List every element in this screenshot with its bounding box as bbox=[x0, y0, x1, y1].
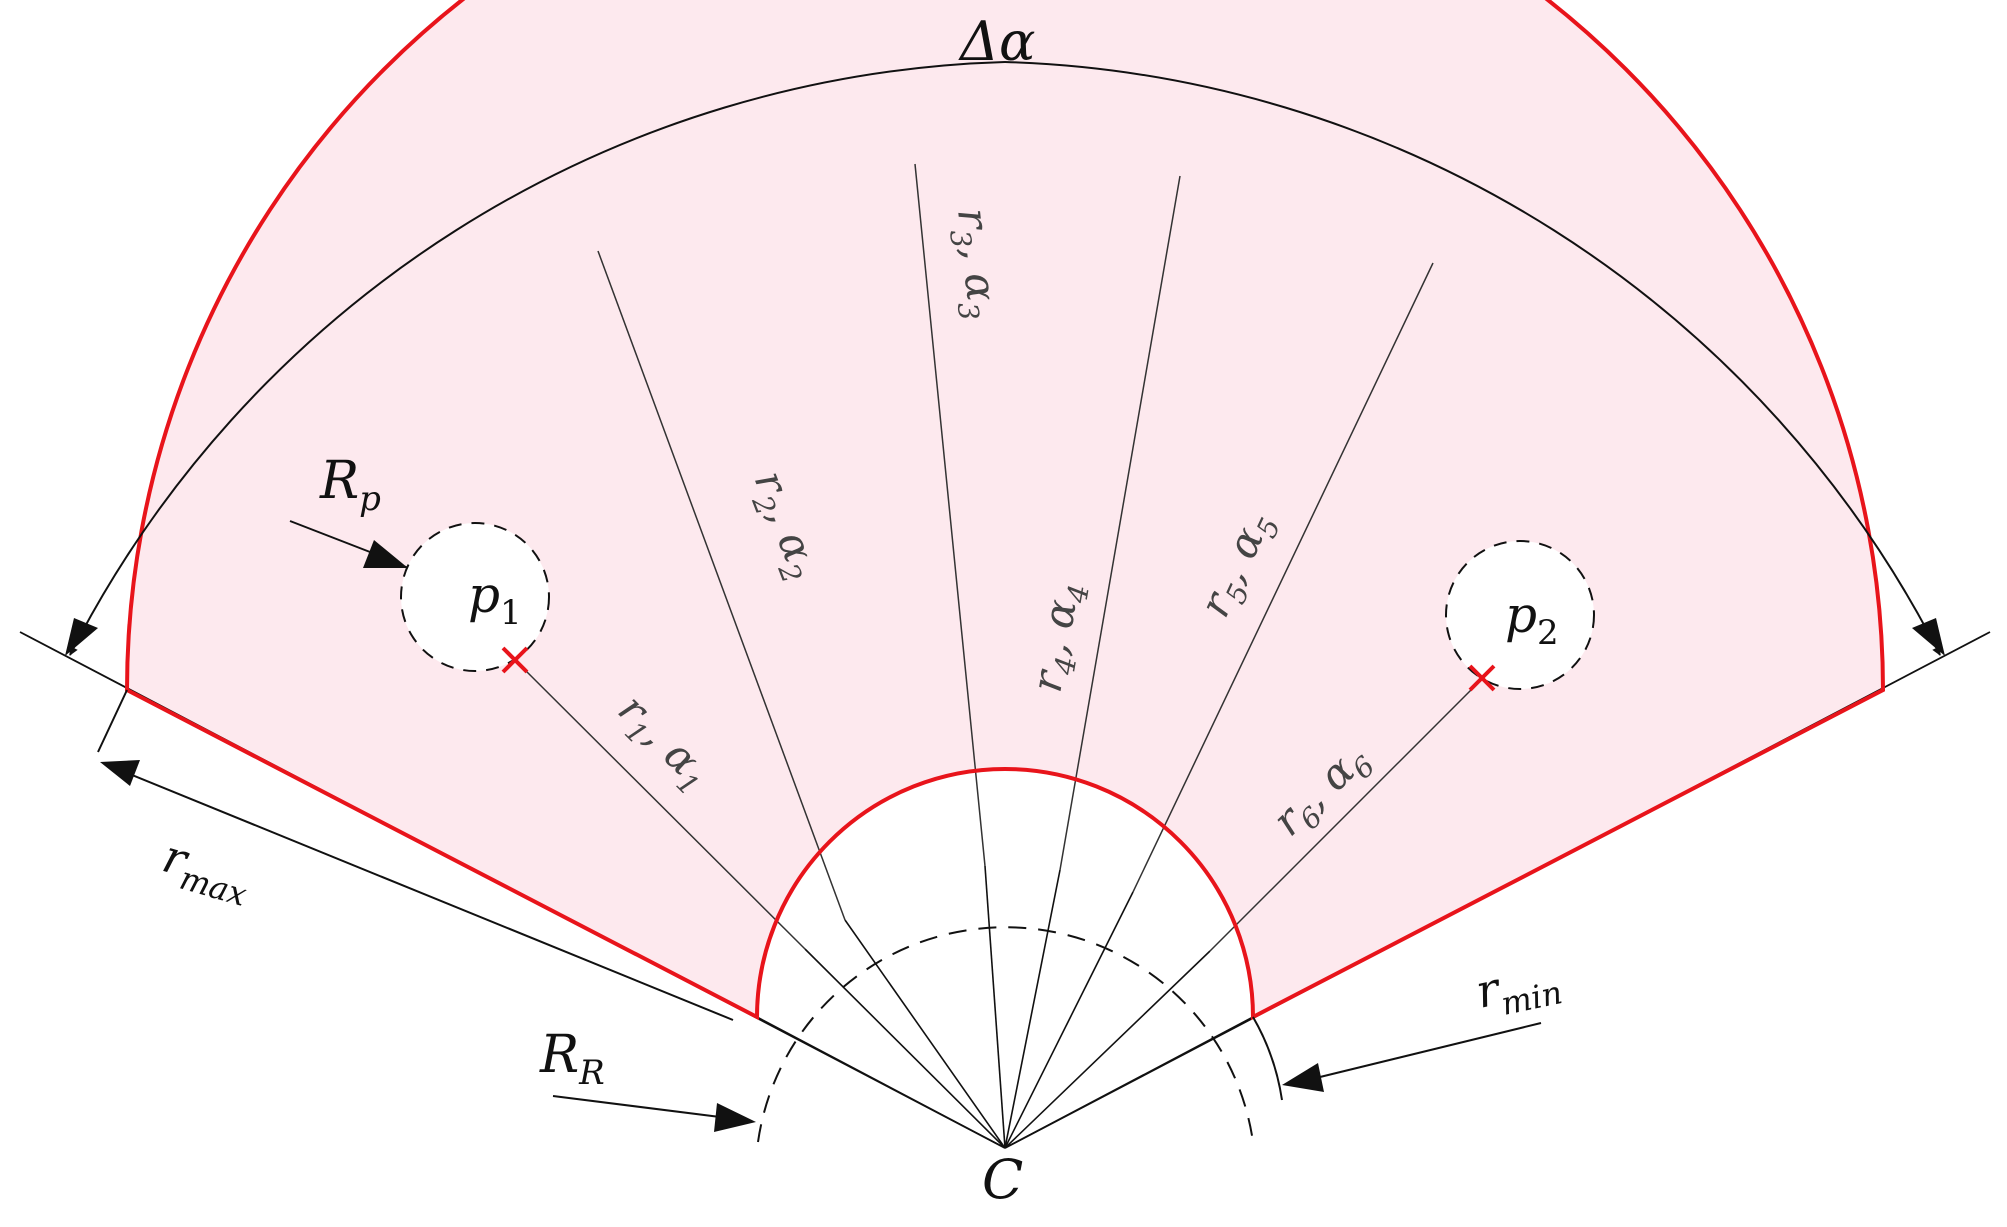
r-max-label: rmax bbox=[154, 829, 257, 914]
sector-rays bbox=[514, 163, 1483, 952]
inner-rays bbox=[756, 865, 1254, 1149]
rr-arrow-line bbox=[552, 1095, 721, 1118]
rmax-arrow bbox=[100, 760, 140, 786]
rr-arrow-head bbox=[714, 1103, 756, 1132]
center-label: C bbox=[982, 1148, 1023, 1211]
p2-dashed-circle bbox=[1445, 540, 1595, 690]
r-r-label: RR bbox=[539, 1025, 605, 1093]
rp-arrow-head bbox=[363, 540, 408, 568]
rmax-dimension-line bbox=[109, 765, 734, 1021]
rmin-small-arc bbox=[1252, 1016, 1283, 1101]
p1-label: p1 bbox=[468, 566, 522, 633]
delta-alpha-arrow-right bbox=[1912, 618, 1945, 656]
r-p-label: Rp bbox=[319, 451, 381, 519]
ray-label-3: r3, α3 bbox=[941, 206, 1008, 322]
rp-arrow-line bbox=[289, 520, 371, 553]
sector-outline bbox=[124, 0, 1886, 1021]
p2-label: p2 bbox=[1505, 586, 1559, 653]
r-min-label: rmin bbox=[1471, 949, 1565, 1028]
p2-marker-icon bbox=[1468, 664, 1496, 692]
delta-alpha-arrow-left bbox=[65, 618, 98, 656]
delta-alpha-arc bbox=[69, 61, 1006, 656]
rmin-arrow-line bbox=[1319, 1022, 1542, 1078]
delta-alpha-label: Δα bbox=[958, 10, 1035, 73]
sector-region bbox=[127, 0, 1883, 1017]
rmin-arrow-head bbox=[1282, 1063, 1324, 1092]
p1-marker-icon bbox=[501, 646, 529, 674]
p1-dashed-circle bbox=[400, 522, 550, 672]
rmax-tick bbox=[97, 689, 128, 753]
delta-alpha-arc-right bbox=[1004, 61, 1941, 656]
rr-dashed-arc bbox=[757, 926, 1254, 1143]
